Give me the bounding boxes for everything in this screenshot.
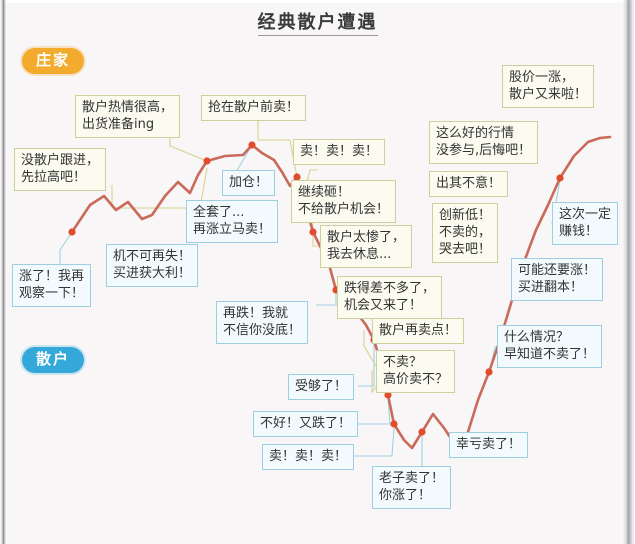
legend-badge-retail: 散户 — [22, 347, 85, 373]
callout-retail-9: 老子卖了！ 你涨了！ — [372, 466, 452, 509]
callout-maker-8: 股价一涨， 散户又来啦！ — [502, 65, 595, 108]
callout-maker-5: 继续砸！ 不给散户机会！ — [291, 180, 397, 223]
callout-retail-6: 受够了！ — [288, 374, 355, 400]
price-marker — [248, 141, 256, 149]
callout-retail-1: 涨了！我再 观察一下！ — [12, 264, 92, 307]
callout-maker-3: 抢在散户前卖！ — [201, 95, 307, 121]
callout-maker-7: 跌得差不多了， 机会又来了！ — [337, 276, 443, 319]
page-title: 经典散户遭遇 — [0, 8, 635, 36]
price-marker — [485, 368, 493, 376]
callout-retail-4: 加仓！ — [222, 170, 276, 196]
price-marker — [384, 391, 392, 399]
callout-retail-7: 不好！又跌了！ — [253, 411, 359, 437]
price-marker — [68, 228, 76, 236]
callout-maker-10: 出其不意！ — [429, 171, 509, 197]
page-right-edge — [623, 0, 635, 544]
callout-retail-3: 全套了... 再涨立马卖！ — [186, 200, 279, 243]
callout-maker-4: 卖！卖！卖！ — [293, 139, 386, 165]
callout-retail-11: 什么情况？ 早知道不卖了！ — [497, 325, 603, 368]
price-marker — [203, 157, 211, 165]
page-top-edge — [0, 0, 635, 3]
legend-badge-maker: 庄家 — [22, 48, 85, 74]
page-title-text: 经典散户遭遇 — [257, 12, 378, 36]
callout-maker-9: 这么好的行情 没参与,后悔吧！ — [429, 121, 539, 164]
callout-maker-1: 散户热情很高， 出货准备ing — [75, 95, 181, 138]
price-marker — [390, 420, 398, 428]
price-marker — [556, 174, 564, 182]
price-marker — [309, 228, 317, 236]
price-marker — [293, 173, 301, 181]
page-left-edge — [0, 0, 6, 544]
callout-retail-8: 卖！卖！卖！ — [262, 444, 355, 470]
legend-badge-maker-label: 庄家 — [36, 51, 71, 69]
callout-maker-12: 散户再卖点！ — [372, 318, 465, 344]
callout-maker-11: 创新低！ 不卖的， 哭去吧！ — [432, 203, 499, 263]
callout-retail-10: 幸亏卖了！ — [449, 432, 529, 458]
callout-maker-6: 散户太惨了， 我去休息... — [320, 225, 413, 268]
callout-maker-13: 不卖？ 高价卖不？ — [376, 350, 456, 393]
callout-retail-2: 机不可再失！ 买进获大利！ — [106, 244, 199, 287]
callout-retail-5: 再跌！我就 不信你没底！ — [216, 301, 309, 344]
callout-retail-13: 这次一定 赚钱！ — [552, 202, 619, 245]
legend-badge-retail-label: 散户 — [36, 350, 71, 368]
callout-maker-2: 没散户跟进， 先拉高吧！ — [14, 148, 107, 191]
price-marker — [418, 428, 426, 436]
callout-retail-12: 可能还要涨！ 买进翻本！ — [511, 258, 604, 301]
